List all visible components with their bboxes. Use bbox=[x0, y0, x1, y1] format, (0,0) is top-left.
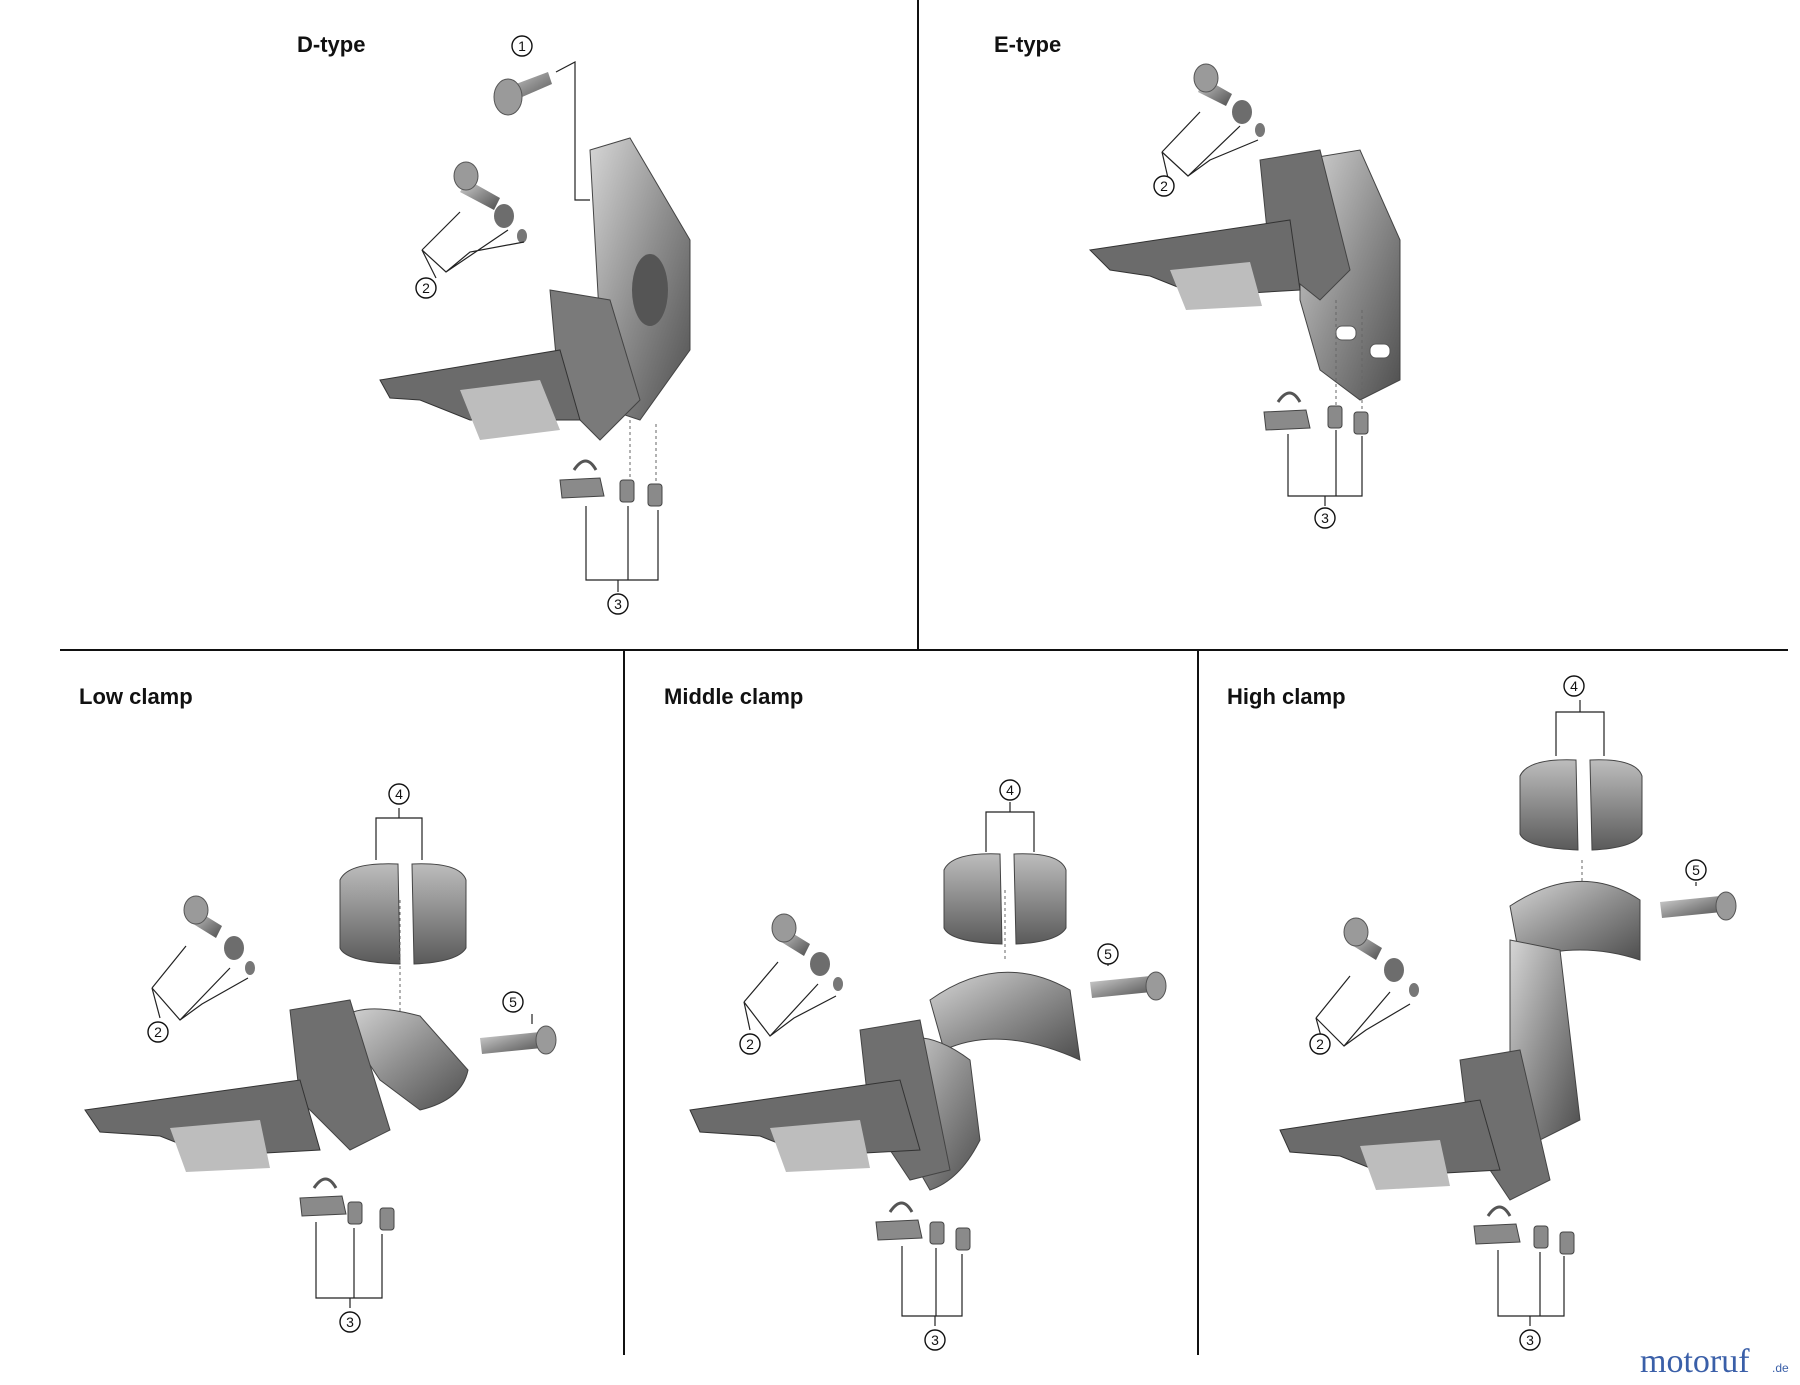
callout-2-low: 2 bbox=[147, 1021, 169, 1043]
adjust-bolt-set-e bbox=[1193, 63, 1265, 137]
svg-text:2: 2 bbox=[746, 1036, 754, 1052]
callout-5-high: 5 bbox=[1685, 859, 1707, 881]
callout-4-mid: 4 bbox=[999, 779, 1021, 801]
callout-markers: 1 2 3 2 3 4 2 5 3 4 2 5 3 4 2 5 3 bbox=[147, 35, 1707, 1351]
svg-text:1: 1 bbox=[518, 38, 526, 54]
callout-1-d: 1 bbox=[511, 35, 533, 57]
derailleur-high-clamp bbox=[1279, 1049, 1551, 1201]
cable-fixing-parts-high bbox=[1473, 1205, 1575, 1255]
svg-text:2: 2 bbox=[422, 280, 430, 296]
callout-5-low: 5 bbox=[502, 991, 524, 1013]
callout-3-e: 3 bbox=[1314, 507, 1336, 529]
svg-text:2: 2 bbox=[1160, 178, 1168, 194]
frame-clamp-band bbox=[929, 971, 1081, 1061]
cable-fixing-parts bbox=[559, 459, 663, 507]
high-clamp-panel bbox=[1279, 700, 1737, 1326]
svg-text:4: 4 bbox=[395, 786, 403, 802]
svg-text:2: 2 bbox=[154, 1024, 162, 1040]
middle-clamp-panel bbox=[689, 802, 1167, 1326]
clamp-bolt-mid bbox=[1090, 971, 1167, 1001]
high-clamp-title: High clamp bbox=[1227, 684, 1346, 709]
clamp-bolt-high bbox=[1660, 891, 1737, 921]
band-clamp bbox=[339, 863, 467, 965]
cable-fixing-parts-mid bbox=[875, 1201, 971, 1251]
callout-2-mid: 2 bbox=[739, 1033, 761, 1055]
svg-text:4: 4 bbox=[1006, 782, 1014, 798]
adjust-bolt-set-mid bbox=[771, 913, 843, 991]
svg-text:3: 3 bbox=[931, 1332, 939, 1348]
callout-3-mid: 3 bbox=[924, 1329, 946, 1351]
svg-text:3: 3 bbox=[614, 596, 622, 612]
adjust-bolt-set-low bbox=[183, 895, 255, 975]
band-clamp-mid bbox=[943, 853, 1067, 945]
d-type-title: D-type bbox=[297, 32, 365, 57]
e-type-panel bbox=[1088, 63, 1401, 506]
adjust-bolt-set-high bbox=[1343, 917, 1419, 997]
middle-clamp-title: Middle clamp bbox=[664, 684, 803, 709]
derailleur-low-clamp bbox=[84, 999, 469, 1172]
mounting-bolt bbox=[493, 72, 552, 116]
callout-4-high: 4 bbox=[1563, 675, 1585, 697]
svg-text:5: 5 bbox=[1104, 946, 1112, 962]
callout-4-low: 4 bbox=[388, 783, 410, 805]
band-clamp-high bbox=[1519, 759, 1643, 851]
svg-text:5: 5 bbox=[509, 994, 517, 1010]
callout-5-mid: 5 bbox=[1097, 943, 1119, 965]
svg-text:3: 3 bbox=[1321, 510, 1329, 526]
d-type-panel bbox=[379, 61, 691, 592]
clamp-bolt bbox=[480, 1025, 557, 1055]
derailleur-d-type bbox=[379, 137, 691, 441]
derailleur-e-type bbox=[1088, 149, 1401, 401]
low-clamp-panel bbox=[84, 808, 557, 1308]
svg-text:2: 2 bbox=[1316, 1036, 1324, 1052]
callout-2-d: 2 bbox=[415, 277, 437, 299]
cable-fixing-parts-low bbox=[299, 1177, 395, 1231]
watermark-suffix: .de bbox=[1772, 1361, 1789, 1375]
callout-3-d: 3 bbox=[607, 593, 629, 615]
callout-2-e: 2 bbox=[1153, 175, 1175, 197]
svg-text:4: 4 bbox=[1570, 678, 1578, 694]
frame-clamp-band-high bbox=[1509, 880, 1641, 1141]
watermark-text: motoruf bbox=[1640, 1343, 1750, 1380]
svg-text:3: 3 bbox=[1526, 1332, 1534, 1348]
callout-2-high: 2 bbox=[1309, 1033, 1331, 1055]
callout-3-low: 3 bbox=[339, 1311, 361, 1333]
watermark-logo: motoruf .de bbox=[1640, 1343, 1789, 1380]
adjust-bolt-set bbox=[453, 161, 527, 243]
panel-dividers bbox=[60, 0, 1788, 1355]
low-clamp-title: Low clamp bbox=[79, 684, 193, 709]
e-type-title: E-type bbox=[994, 32, 1061, 57]
derailleur-middle-clamp bbox=[689, 1019, 981, 1191]
cable-fixing-parts-e bbox=[1263, 391, 1369, 435]
svg-text:3: 3 bbox=[346, 1314, 354, 1330]
callout-3-high: 3 bbox=[1519, 1329, 1541, 1351]
svg-text:5: 5 bbox=[1692, 862, 1700, 878]
